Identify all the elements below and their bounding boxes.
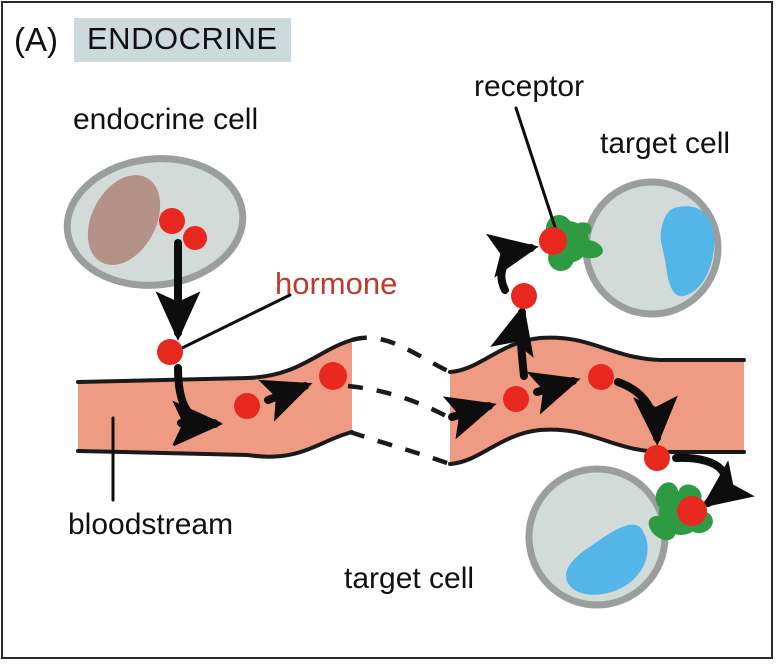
binding-arrow-top	[485, 233, 539, 294]
flow-arrow-4	[526, 371, 581, 415]
label-endocrine-cell: endocrine cell	[73, 103, 259, 136]
target-cell-bottom-nucleus	[566, 524, 648, 595]
flow-arrow-3	[442, 396, 497, 440]
hormone-dot	[183, 226, 207, 250]
hormone-dot	[511, 283, 537, 309]
hormone-dot	[539, 227, 567, 255]
endocrine-cell	[63, 155, 247, 289]
exit-arrow-bottom	[614, 378, 678, 446]
bloodstream-vessel-left	[76, 338, 354, 459]
label-receptor: receptor	[474, 70, 585, 103]
hormone-dot	[677, 496, 707, 526]
hormone-dots	[157, 208, 707, 526]
label-hormone: hormone	[275, 266, 398, 301]
hormone-dot	[234, 393, 260, 419]
panel-letter: (A)	[14, 21, 58, 58]
hormone-dot	[503, 386, 529, 412]
target-cell-bottom	[525, 465, 669, 609]
vessel-dashed-break	[347, 335, 452, 467]
label-bloodstream: bloodstream	[68, 508, 234, 541]
hormone-dot	[319, 362, 347, 390]
label-target-cell-top: target cell	[600, 127, 731, 160]
target-cell-top-nucleus	[660, 206, 715, 297]
leader-hormone	[176, 293, 292, 352]
flow-arrow-2	[258, 379, 313, 422]
target-cell-top	[582, 178, 722, 318]
endocrine-cell-nucleus	[87, 175, 161, 265]
flow-arrows	[155, 233, 755, 508]
bloodstream-vessel-right	[448, 335, 746, 466]
binding-arrow-bottom	[672, 453, 755, 508]
panel-title: ENDOCRINE	[74, 18, 291, 62]
exit-arrow-top	[490, 304, 534, 380]
hormone-dot	[644, 445, 670, 471]
hormone-dot	[157, 339, 183, 365]
hormone-dot	[588, 364, 614, 390]
label-target-cell-bottom: target cell	[344, 562, 475, 595]
leader-receptor	[514, 106, 558, 232]
hormone-dot	[159, 208, 185, 234]
